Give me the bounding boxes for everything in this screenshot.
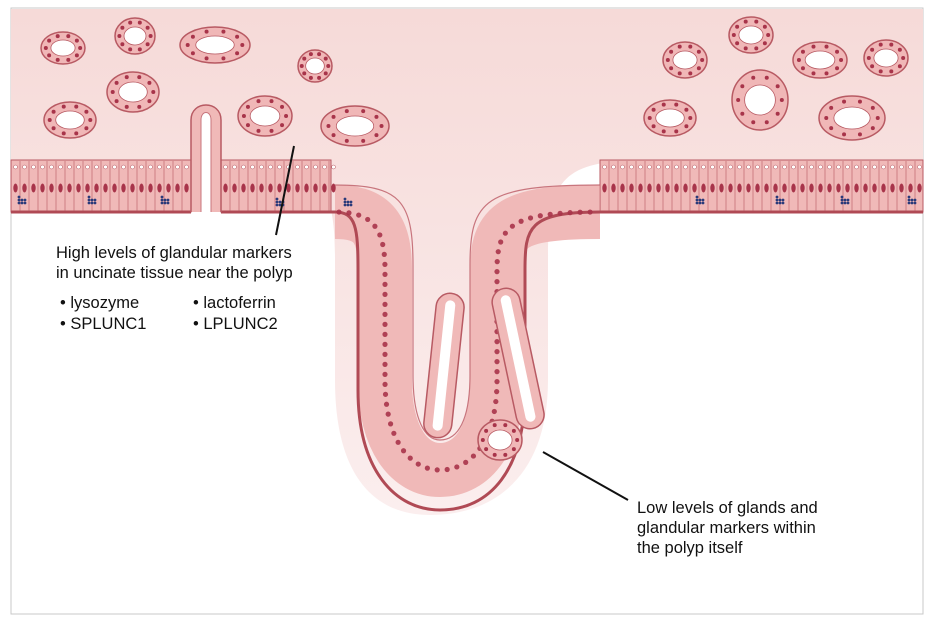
gland-acinus	[180, 27, 250, 63]
gland-acinus	[321, 106, 389, 146]
marker-lactoferrin: lactoferrin	[193, 293, 326, 313]
gland-acinus	[729, 17, 773, 53]
low-markers-label-line3: the polyp itself	[637, 538, 877, 558]
gland-acinus	[107, 72, 159, 112]
gland-acinus	[44, 102, 96, 138]
high-markers-label-line1: High levels of glandular markers	[56, 243, 376, 263]
high-markers-label-line2: in uncinate tissue near the polyp	[56, 263, 376, 283]
gland-acinus	[663, 42, 707, 78]
low-markers-label-line2: glandular markers within	[637, 518, 877, 538]
marker-splunc1: SPLUNC1	[60, 314, 193, 334]
high-markers-label: High levels of glandular markers in unci…	[56, 243, 376, 283]
marker-list: lysozyme lactoferrin SPLUNC1 LPLUNC2	[60, 293, 310, 334]
low-markers-label-line1: Low levels of glands and	[637, 498, 877, 518]
gland-acinus	[115, 18, 155, 54]
gland-acinus	[864, 40, 908, 76]
gland-acinus	[238, 96, 292, 136]
gland-acinus	[819, 96, 885, 140]
gland-acinus	[793, 42, 847, 78]
marker-lplunc2: LPLUNC2	[193, 314, 326, 334]
gland-acinus	[644, 100, 696, 136]
gland-acinus	[732, 70, 788, 130]
marker-lysozyme: lysozyme	[60, 293, 193, 313]
gland-acinus	[478, 420, 522, 460]
low-markers-label: Low levels of glands and glandular marke…	[637, 498, 877, 558]
gland-duct	[191, 105, 221, 212]
gland-acinus	[298, 50, 332, 82]
gland-acinus	[41, 32, 85, 64]
